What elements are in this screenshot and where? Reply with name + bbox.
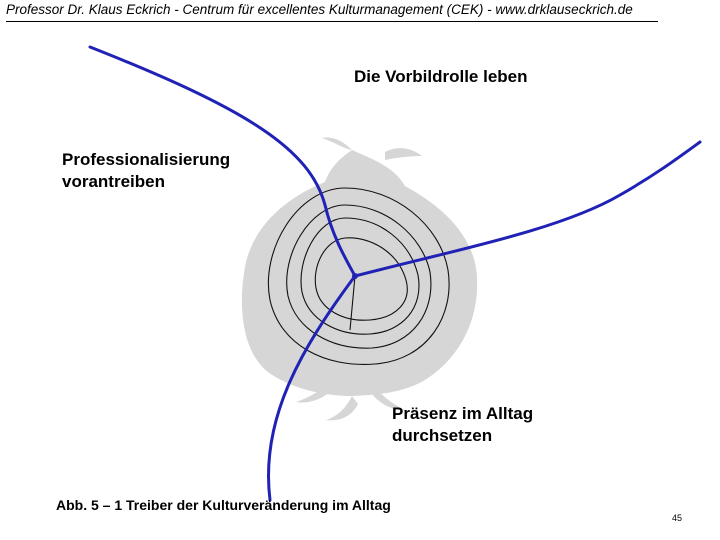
label-professionalisierung: Professionalisierung vorantreiben <box>62 150 231 191</box>
label-praesenz: Präsenz im Alltag durchsetzen <box>392 404 534 445</box>
contour-outer <box>267 187 450 365</box>
figure-caption: Abb. 5 – 1 Treiber der Kulturveränderung… <box>56 497 391 513</box>
onion-illustration <box>241 137 478 421</box>
page-number: 45 <box>672 513 683 523</box>
arrow-bottom <box>267 274 357 502</box>
label-vorbildrolle: Die Vorbildrolle leben <box>354 67 528 86</box>
contour-2 <box>300 217 420 335</box>
contour-tick <box>349 275 356 331</box>
driver-arrows <box>88 45 702 502</box>
page-header: Professor Dr. Klaus Eckrich - Centrum fü… <box>6 2 658 22</box>
contour-3 <box>286 204 432 349</box>
contour-inner <box>314 237 408 321</box>
contour-lines <box>267 187 450 365</box>
center-node <box>352 273 358 279</box>
arrow-right <box>353 140 702 278</box>
arrow-top-left <box>88 45 357 278</box>
